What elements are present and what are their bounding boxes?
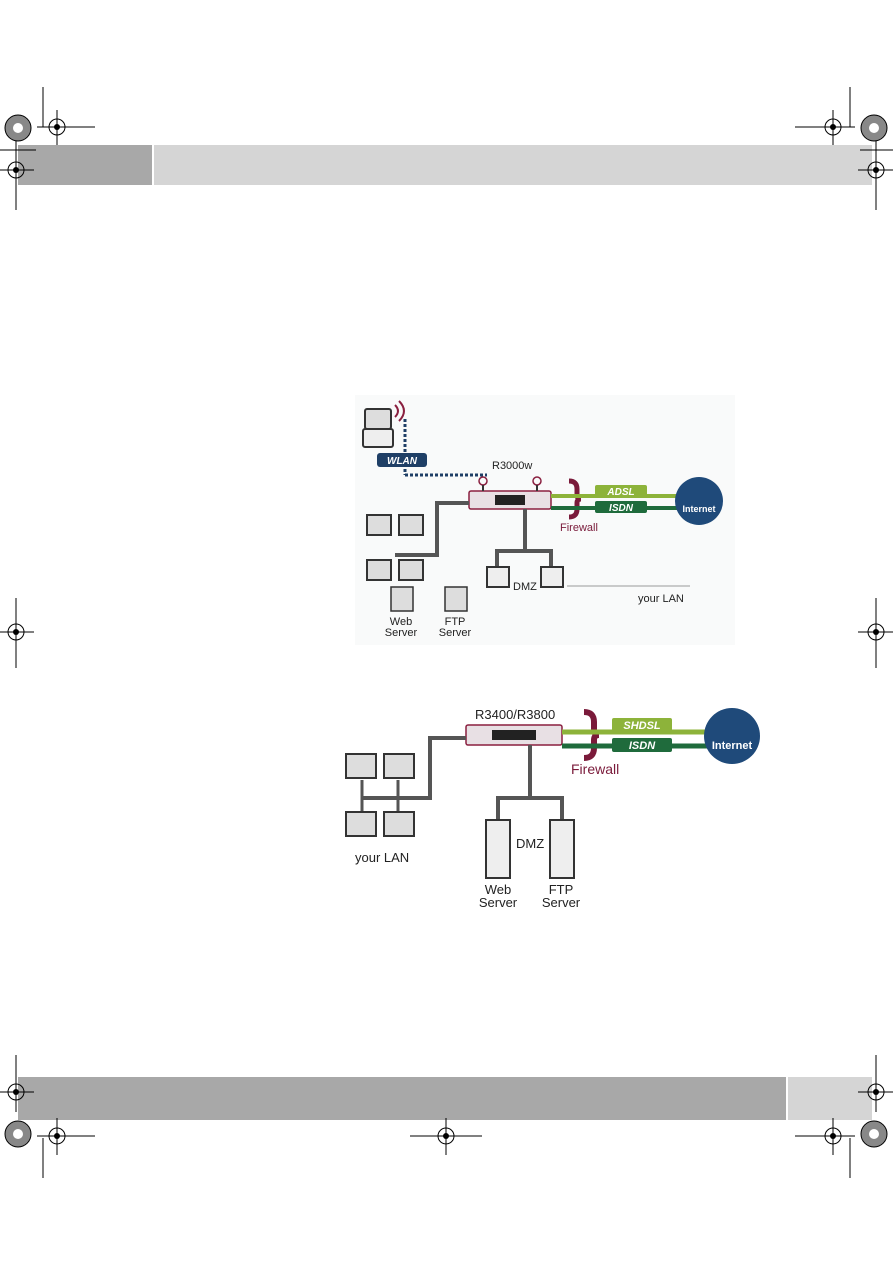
shdsl-label: SHDSL bbox=[623, 720, 661, 732]
firewall-label: Firewall bbox=[571, 761, 619, 777]
isdn-link-badge bbox=[595, 501, 647, 513]
ftp-server-label-1: FTP bbox=[445, 616, 466, 628]
ftp-server-icon bbox=[549, 819, 575, 879]
internet-label: Internet bbox=[712, 740, 753, 752]
router-icon bbox=[465, 724, 563, 746]
network-diagram-r3000w: WLAN R3000w Firewall ADSL ISDN Internet … bbox=[355, 395, 735, 645]
router-label: R3400/R3800 bbox=[475, 707, 555, 722]
ftp-server-icon bbox=[540, 566, 564, 588]
registration-target-icon bbox=[0, 110, 893, 1155]
firewall-icon bbox=[583, 709, 600, 761]
wifi-signal-icon bbox=[394, 400, 405, 422]
ftp-server-label-2: Server bbox=[542, 895, 581, 910]
web-server-icon-small bbox=[390, 586, 414, 612]
internet-globe-icon bbox=[675, 477, 723, 525]
web-server-label-1: Web bbox=[390, 616, 412, 628]
dmz-label: DMZ bbox=[516, 836, 544, 851]
dmz-label: DMZ bbox=[513, 581, 537, 593]
ftp-server-label-2: Server bbox=[439, 627, 472, 639]
isdn-label: ISDN bbox=[629, 740, 656, 752]
lan-computers-icon bbox=[366, 514, 424, 581]
firewall-label: Firewall bbox=[560, 522, 598, 534]
isdn-label: ISDN bbox=[609, 503, 634, 514]
web-server-label-2: Server bbox=[385, 627, 418, 639]
your-lan-label: your LAN bbox=[638, 593, 684, 605]
internet-label: Internet bbox=[682, 504, 715, 514]
shdsl-link-badge bbox=[612, 718, 672, 732]
laptop-icon bbox=[362, 408, 394, 448]
color-wheel-icon bbox=[4, 114, 888, 1148]
router-icon bbox=[468, 476, 552, 510]
web-server-icon bbox=[485, 819, 511, 879]
lan-computers-icon bbox=[345, 753, 415, 837]
header-band-left bbox=[18, 145, 152, 185]
wlan-link-badge bbox=[377, 453, 427, 467]
router-label: R3000w bbox=[492, 460, 532, 472]
internet-globe-icon bbox=[704, 708, 760, 764]
web-server-label-2: Server bbox=[479, 895, 518, 910]
firewall-icon bbox=[568, 478, 582, 520]
wlan-label: WLAN bbox=[387, 456, 418, 467]
footer-band-left bbox=[18, 1077, 786, 1120]
adsl-link-badge bbox=[595, 485, 647, 497]
isdn-link-badge bbox=[612, 738, 672, 752]
ftp-server-icon-small bbox=[444, 586, 468, 612]
header-band-right bbox=[154, 145, 872, 185]
your-lan-label: your LAN bbox=[355, 850, 409, 865]
adsl-label: ADSL bbox=[606, 487, 634, 498]
ftp-server-label-1: FTP bbox=[549, 882, 574, 897]
web-server-label-1: Web bbox=[485, 882, 512, 897]
network-diagram-r3400: R3400/R3800 Firewall SHDSL ISDN Internet… bbox=[345, 707, 760, 910]
web-server-icon bbox=[486, 566, 510, 588]
footer-band-right bbox=[788, 1077, 872, 1120]
